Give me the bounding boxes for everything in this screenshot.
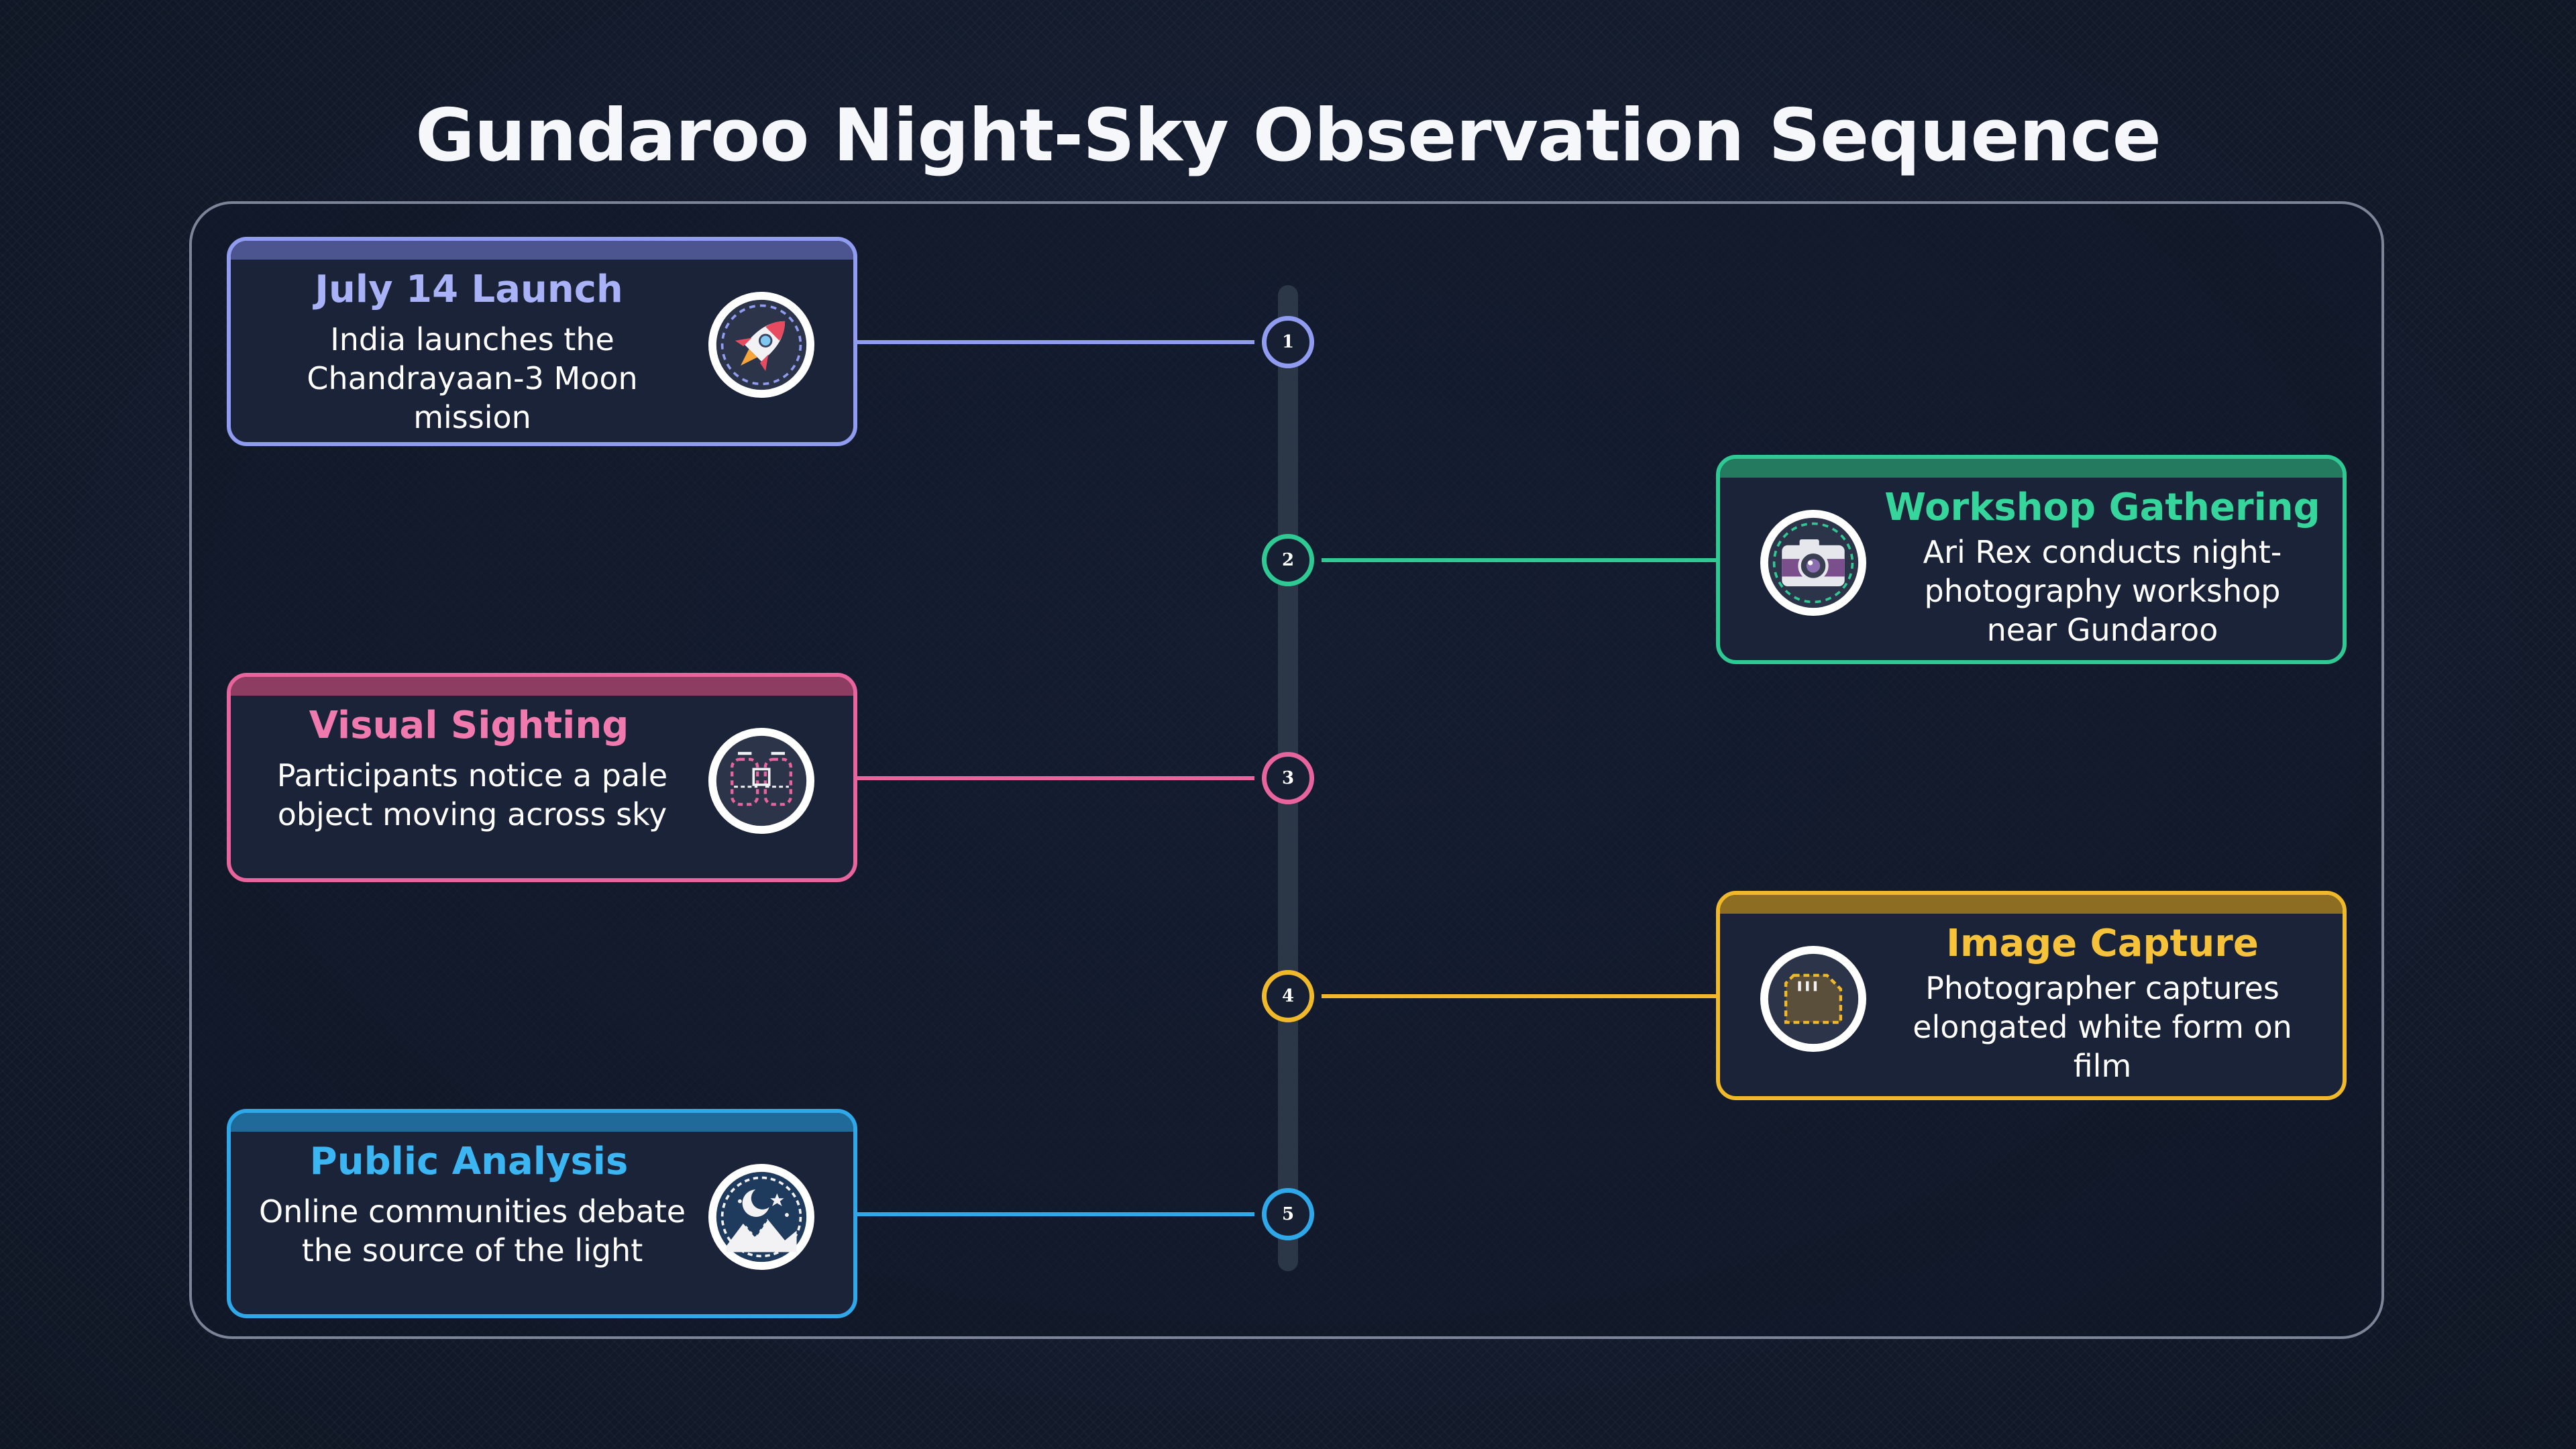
card-header-band	[231, 1113, 853, 1132]
card-header-band	[1720, 459, 2343, 478]
rocket-icon	[708, 292, 814, 398]
connector-4	[1322, 994, 1717, 998]
event-description: Ari Rex conducts night-photography works…	[1923, 534, 2282, 648]
event-heading: Image Capture	[1946, 922, 2259, 965]
connector-5	[857, 1212, 1254, 1216]
timeline-node-2: 2	[1262, 534, 1314, 586]
night-sky-icon	[708, 1164, 814, 1270]
node-number: 1	[1281, 332, 1295, 352]
connector-1	[857, 340, 1254, 344]
timeline-node-5: 5	[1262, 1188, 1314, 1240]
event-card-sighting: Visual Sighting Participants notice a pa…	[227, 673, 857, 882]
node-number: 2	[1281, 550, 1295, 570]
event-description: Participants notice a pale object moving…	[276, 757, 668, 833]
event-card-analysis: Public Analysis Online communities debat…	[227, 1109, 857, 1318]
node-number: 4	[1281, 986, 1295, 1006]
event-heading: Public Analysis	[309, 1140, 629, 1183]
event-description: Online communities debate the source of …	[258, 1193, 686, 1269]
camera-icon	[1760, 510, 1866, 616]
event-heading: Workshop Gathering	[1884, 486, 2320, 529]
page-title: Gundaroo Night-Sky Observation Sequence	[415, 94, 2161, 178]
card-header-band	[231, 677, 853, 696]
event-description: India launches the Chandrayaan-3 Moon mi…	[307, 321, 638, 435]
node-number: 3	[1281, 768, 1295, 788]
connector-3	[857, 776, 1254, 780]
event-heading: Visual Sighting	[309, 704, 629, 747]
node-number: 5	[1281, 1204, 1295, 1224]
event-card-capture: Image Capture Photographer captures elon…	[1716, 891, 2347, 1100]
timeline-node-1: 1	[1262, 316, 1314, 368]
event-description: Photographer captures elongated white fo…	[1913, 970, 2292, 1084]
connector-2	[1322, 558, 1717, 562]
card-header-band	[1720, 895, 2343, 914]
binoculars-icon	[708, 728, 814, 834]
event-card-workshop: Workshop Gathering Ari Rex conducts nigh…	[1716, 455, 2347, 664]
timeline-node-4: 4	[1262, 970, 1314, 1022]
timeline-node-3: 3	[1262, 752, 1314, 804]
event-heading: July 14 Launch	[315, 268, 623, 311]
card-header-band	[231, 241, 853, 260]
film-icon	[1760, 946, 1866, 1052]
event-card-launch: July 14 Launch India launches the Chandr…	[227, 237, 857, 446]
